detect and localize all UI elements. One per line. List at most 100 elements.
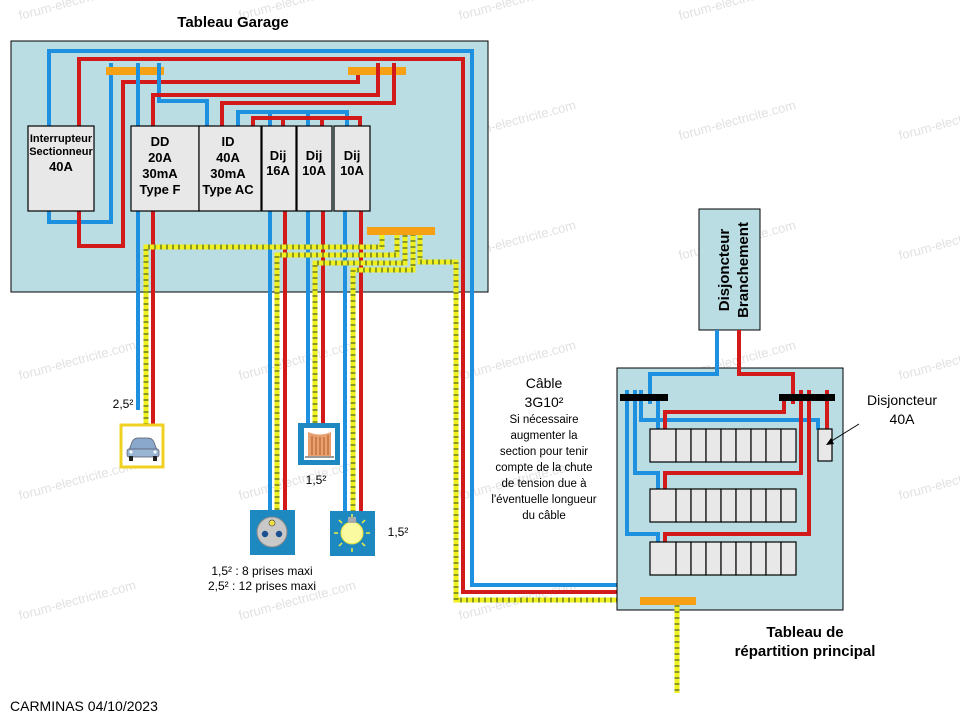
neutral-comb bbox=[106, 67, 164, 75]
main-panel-module bbox=[750, 428, 767, 463]
watermark: forum-electricite.com bbox=[457, 0, 577, 23]
watermark: forum-electricite.com bbox=[677, 97, 797, 143]
cable-note-detail: augmenter la bbox=[510, 430, 578, 442]
breaker-rating: 10A bbox=[340, 163, 364, 178]
main-panel-module bbox=[765, 428, 782, 463]
breaker-16a: Dij 16A bbox=[261, 125, 297, 212]
wire-phase-bus bbox=[251, 116, 362, 127]
breaker-40a bbox=[817, 428, 833, 462]
main-panel-title-line2: répartition principal bbox=[735, 643, 876, 660]
gate-section-label: 1,5² bbox=[306, 473, 327, 487]
cable-note-detail: section pour tenir bbox=[500, 446, 588, 458]
main-panel-wires bbox=[625, 390, 829, 545]
lighting-section-label: 1,5² bbox=[388, 525, 409, 539]
id-label-line3: 30mA bbox=[210, 166, 246, 181]
main-panel-module bbox=[649, 488, 677, 523]
cable-note: Câble 3G10² Si nécessaire augmenter la s… bbox=[491, 375, 596, 522]
watermark: forum-electricite.com bbox=[17, 457, 137, 503]
dd-label-line2: 20A bbox=[148, 150, 172, 165]
breaker-label: Dij bbox=[270, 148, 287, 163]
breaker-10a-1: Dij 10A bbox=[296, 125, 333, 212]
breaker-rating: 16A bbox=[266, 163, 290, 178]
dd-label-line1: DD bbox=[151, 134, 170, 149]
main-panel-module bbox=[675, 428, 692, 463]
main-panel-module bbox=[720, 541, 737, 576]
watermark: forum-electricite.com bbox=[17, 0, 137, 23]
main-panel-module bbox=[690, 428, 707, 463]
interrupteur-sectionneur: Interrupteur Sectionneur 40A bbox=[27, 125, 95, 212]
id-label-line2: 40A bbox=[216, 150, 240, 165]
main-panel-module bbox=[705, 428, 722, 463]
car-icon bbox=[119, 423, 165, 469]
cable-note-line1: Câble bbox=[526, 375, 563, 391]
dd-label-line3: 30mA bbox=[142, 166, 178, 181]
wire-phase-dd bbox=[151, 63, 380, 127]
main-panel-module bbox=[649, 428, 677, 463]
watermark: forum-electricite.com bbox=[897, 217, 960, 263]
phase-busbar bbox=[779, 394, 835, 401]
wire-phase bbox=[77, 68, 360, 248]
main-panel-module bbox=[720, 488, 737, 523]
main-panel-module bbox=[780, 541, 797, 576]
arrow-line bbox=[829, 423, 860, 443]
cable-note-detail: compte de la chute bbox=[495, 462, 592, 474]
branchement-line2: Branchement bbox=[735, 222, 752, 318]
earth-comb bbox=[367, 227, 435, 235]
main-panel-module bbox=[780, 428, 797, 463]
car-section-label: 2,5² bbox=[113, 397, 134, 411]
watermark: forum-electricite.com bbox=[897, 337, 960, 383]
interrupteur-label-line2: Sectionneur bbox=[29, 146, 93, 158]
wire-phase-id bbox=[220, 63, 396, 127]
main-panel-rows bbox=[649, 428, 797, 576]
main-earth-bar bbox=[640, 597, 696, 605]
main-panel-module bbox=[765, 488, 782, 523]
breaker-label: Dij bbox=[306, 148, 323, 163]
socket-icon bbox=[250, 510, 295, 555]
cable-note-line2: 3G10² bbox=[525, 394, 564, 410]
branchement-line1: Disjoncteur bbox=[716, 229, 733, 312]
main-panel-module bbox=[780, 488, 797, 523]
main-panel-title-line1: Tableau de bbox=[766, 624, 843, 641]
main-panel-module bbox=[705, 488, 722, 523]
watermark: forum-electricite.com bbox=[237, 337, 357, 383]
main-panel-module bbox=[705, 541, 722, 576]
disjoncteur-40a-line2: 40A bbox=[890, 411, 916, 427]
gate-icon bbox=[298, 423, 340, 465]
neutral-busbar bbox=[620, 394, 668, 401]
main-panel-module bbox=[690, 541, 707, 576]
main-feed-neutral bbox=[648, 330, 719, 404]
cable-note-detail: du câble bbox=[522, 510, 565, 522]
arrow-head-icon bbox=[826, 438, 834, 445]
main-feed-phase bbox=[737, 330, 795, 404]
main-panel-module bbox=[735, 428, 752, 463]
watermark: forum-electricite.com bbox=[897, 97, 960, 143]
main-panel-module bbox=[735, 541, 752, 576]
main-panel-module bbox=[765, 541, 782, 576]
socket-note-line2: 2,5² : 12 prises maxi bbox=[208, 579, 316, 593]
watermark: forum-electricite.com bbox=[897, 457, 960, 503]
id-label-line4: Type AC bbox=[202, 182, 254, 197]
socket-note-line1: 1,5² : 8 prises maxi bbox=[211, 564, 312, 578]
breaker-rating: 10A bbox=[302, 163, 326, 178]
disjoncteur-branchement: Disjoncteur Branchement bbox=[698, 208, 761, 331]
dd-module: DD 20A 30mA Type F bbox=[130, 125, 200, 212]
main-panel-module bbox=[690, 488, 707, 523]
main-panel-module bbox=[675, 541, 692, 576]
disjoncteur-40a-line1: Disjoncteur bbox=[867, 392, 937, 408]
cable-note-detail: l'éventuelle longueur bbox=[491, 494, 596, 506]
cable-note-detail: de tension due à bbox=[501, 478, 587, 490]
watermark: forum-electricite.com bbox=[17, 337, 137, 383]
id-module: ID 40A 30mA Type AC bbox=[198, 125, 262, 212]
breaker-label: Dij bbox=[344, 148, 361, 163]
light-bulb-icon bbox=[330, 511, 375, 556]
cable-note-detail: Si nécessaire bbox=[509, 414, 578, 426]
dd-label-line4: Type F bbox=[140, 182, 181, 197]
wire-neutral-id bbox=[157, 63, 209, 127]
author-date: CARMINAS 04/10/2023 bbox=[10, 698, 158, 714]
main-panel-module bbox=[720, 428, 737, 463]
interrupteur-label-line3: 40A bbox=[49, 159, 73, 174]
garage-panel-title: Tableau Garage bbox=[177, 14, 288, 31]
main-panel-module bbox=[649, 541, 677, 576]
breaker-10a-2: Dij 10A bbox=[333, 125, 371, 212]
